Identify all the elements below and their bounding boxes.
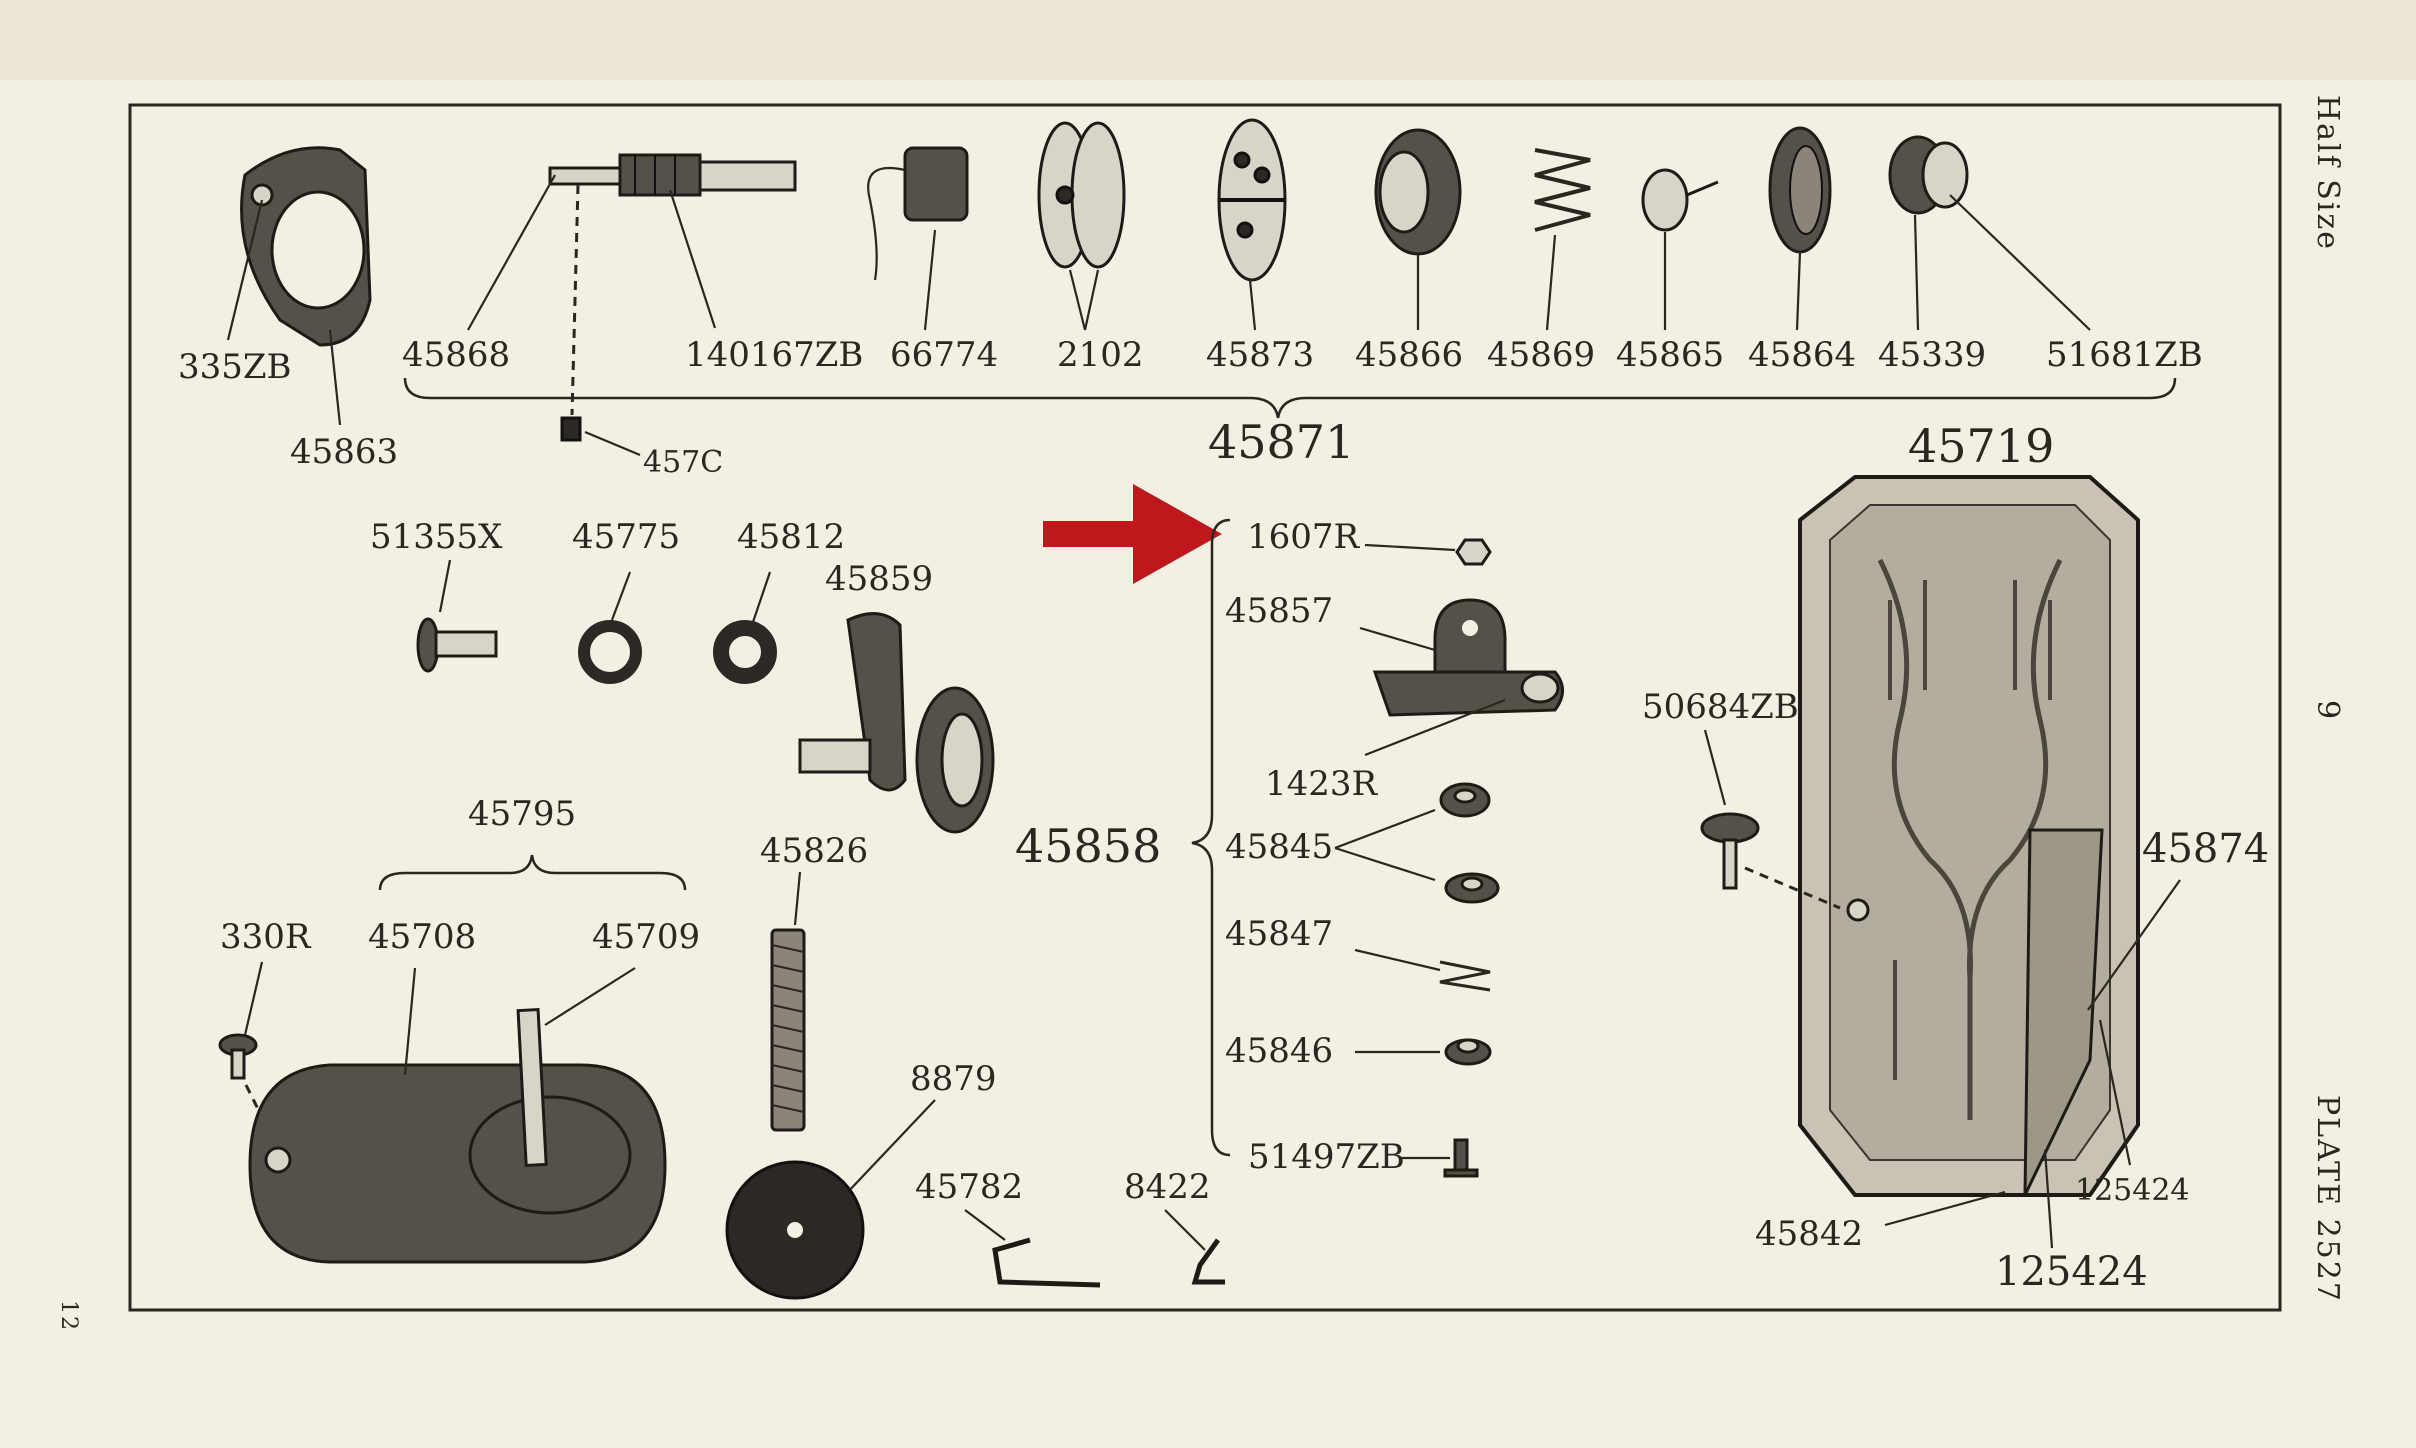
label-45865: 45865	[1616, 335, 1724, 375]
part-45812-washer	[713, 620, 777, 684]
label-45845: 45845	[1225, 827, 1333, 867]
label-125424-upper: 125424	[2075, 1173, 2190, 1208]
brace-45795	[378, 854, 687, 891]
part-140167ZB-shaft	[548, 153, 797, 197]
part-45339-cap	[1888, 135, 1969, 215]
label-45868: 45868	[402, 335, 510, 375]
label-66774: 66774	[890, 335, 998, 375]
label-330R: 330R	[220, 917, 312, 957]
page-number-label: 9	[2310, 700, 2345, 721]
part-45873-release-plate	[1217, 118, 1287, 282]
label-140167ZB: 140167ZB	[685, 335, 863, 375]
label-45339: 45339	[1878, 335, 1986, 375]
label-45782: 45782	[915, 1167, 1023, 1207]
group-label-45795: 45795	[468, 794, 576, 834]
label-1423R: 1423R	[1265, 764, 1379, 804]
part-45857-bracket	[1372, 598, 1564, 717]
label-51497ZB: 51497ZB	[1248, 1137, 1405, 1177]
label-45826: 45826	[760, 831, 868, 871]
label-45775: 45775	[572, 517, 680, 557]
label-45869: 45869	[1487, 335, 1595, 375]
label-457C: 457C	[643, 445, 723, 480]
part-8422-wire	[1191, 1238, 1225, 1285]
part-45866-thumb-nut	[1374, 128, 1462, 256]
plate-number-label: PLATE 2527	[2310, 1095, 2345, 1303]
part-1607R-nut	[1455, 538, 1492, 566]
label-8879: 8879	[910, 1059, 997, 1099]
page-top-shadow	[0, 0, 2416, 80]
part-45869-spring	[1534, 148, 1591, 232]
part-51497ZB-stud	[1443, 1138, 1479, 1178]
group-label-45858: 45858	[1015, 819, 1161, 873]
part-45708-slide-plate	[248, 1008, 667, 1264]
label-8422: 8422	[1124, 1167, 1211, 1207]
part-457C-screw	[560, 416, 582, 442]
label-45846: 45846	[1225, 1031, 1333, 1071]
part-45846-cup	[1444, 1038, 1492, 1066]
part-45847-spring	[1439, 960, 1491, 992]
label-45812: 45812	[737, 517, 845, 557]
brace-45858	[1191, 518, 1231, 1157]
label-1607R: 1607R	[1247, 517, 1361, 557]
part-45865-stud	[1641, 168, 1719, 232]
part-45863-bracket	[240, 146, 372, 347]
part-51355X-screw	[416, 617, 498, 673]
label-335ZB: 335ZB	[178, 347, 292, 387]
part-66774-tension-spring	[867, 146, 969, 281]
part-8879-felt-disc	[725, 1160, 865, 1300]
label-45866: 45866	[1355, 335, 1463, 375]
left-margin-number: 12	[56, 1300, 81, 1332]
label-51355X: 51355X	[370, 517, 503, 557]
group-label-45871: 45871	[1208, 415, 1354, 469]
part-45864-numbered-dial	[1768, 126, 1832, 254]
label-50684ZB: 50684ZB	[1642, 687, 1799, 727]
label-45842: 45842	[1755, 1214, 1863, 1254]
part-45782-wire	[992, 1237, 1101, 1288]
label-45708: 45708	[368, 917, 476, 957]
label-45847: 45847	[1225, 914, 1333, 954]
plate-border	[128, 103, 2282, 1312]
label-45864: 45864	[1748, 335, 1856, 375]
half-size-label: Half Size	[2310, 95, 2345, 251]
part-330R-screw	[218, 1033, 258, 1080]
red-arrow-icon	[1043, 484, 1222, 584]
part-50684ZB-thumb-screw	[1700, 812, 1760, 890]
part-45826-spring	[770, 928, 806, 1132]
label-2102: 2102	[1057, 335, 1144, 375]
part-45859-crank	[798, 612, 995, 834]
label-45863: 45863	[290, 432, 398, 472]
brace-45871	[403, 377, 2177, 419]
part-45775-washer	[578, 620, 642, 684]
label-45873: 45873	[1206, 335, 1314, 375]
part-45719-treadle	[1798, 475, 2140, 1197]
label-125424-lower: 125424	[1995, 1249, 2148, 1295]
label-45857: 45857	[1225, 591, 1333, 631]
label-51681ZB: 51681ZB	[2046, 335, 2203, 375]
part-45845-cups	[1439, 782, 1500, 904]
label-45859: 45859	[825, 559, 933, 599]
label-45709: 45709	[592, 917, 700, 957]
label-45874: 45874	[2142, 826, 2269, 872]
group-label-45719: 45719	[1908, 419, 2054, 473]
part-2102-tension-discs	[1037, 121, 1126, 269]
